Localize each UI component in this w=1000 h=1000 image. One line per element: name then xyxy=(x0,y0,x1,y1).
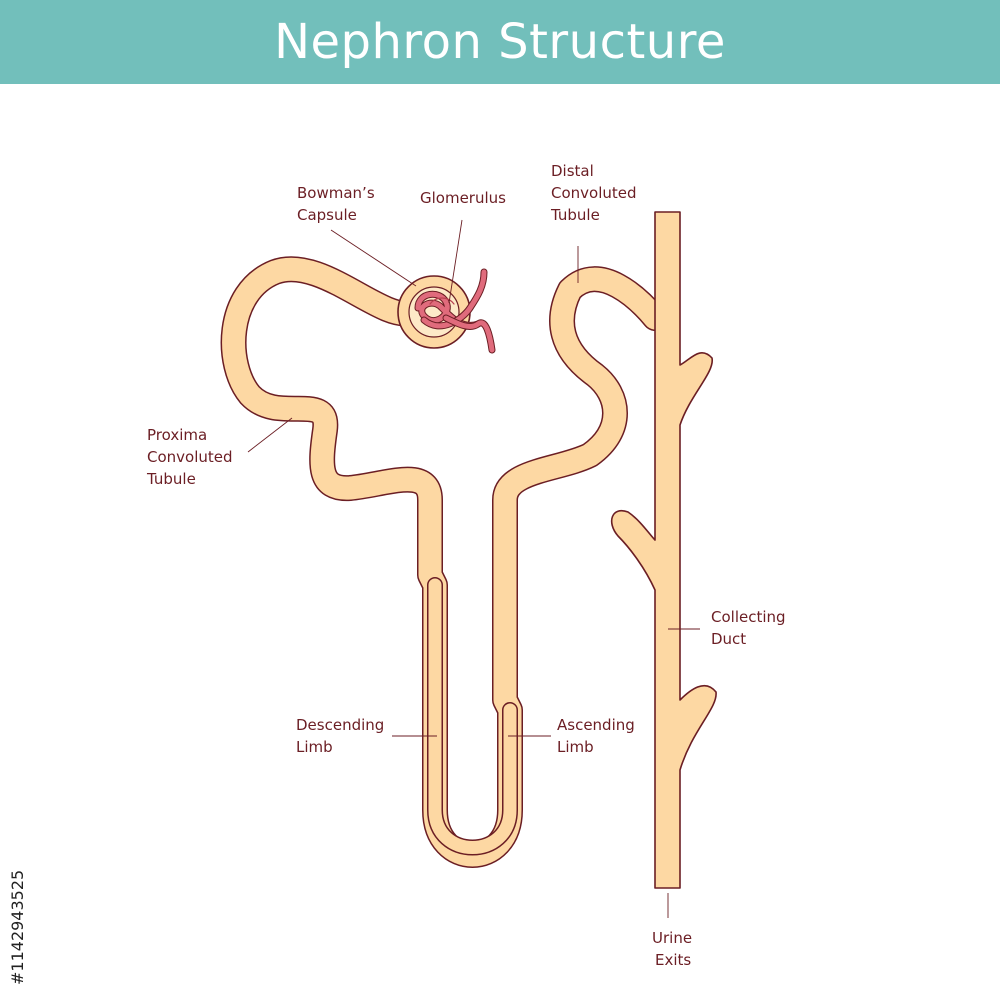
label-descending-limb: Descending Limb xyxy=(296,716,389,756)
glomerulus-shape xyxy=(414,268,496,354)
proximal-tubule-leader xyxy=(247,417,293,453)
label-collecting-duct: Collecting Duct xyxy=(711,608,790,648)
label-proximal-tubule: Proxima Convoluted Tubule xyxy=(146,426,237,488)
glomerulus-leader xyxy=(448,219,463,304)
label-ascending-limb: Ascending Limb xyxy=(557,716,640,756)
renal-corpuscle xyxy=(397,268,496,354)
label-distal-tubule: Distal Convoluted Tubule xyxy=(550,162,641,224)
loop-of-henle-fill xyxy=(428,578,517,854)
label-bowmans-capsule: Bowman’s Capsule xyxy=(297,184,379,224)
label-urine-exits: Urine Exits xyxy=(652,929,697,969)
collecting-duct xyxy=(610,211,717,889)
stock-image-id: #1142943525 xyxy=(8,869,27,985)
page-title: Nephron Structure xyxy=(274,14,726,70)
bowmans-capsule-leader xyxy=(330,229,417,287)
collecting-duct-shape xyxy=(610,211,717,889)
tubule xyxy=(220,256,668,868)
title-banner: Nephron Structure xyxy=(0,0,1000,84)
label-glomerulus: Glomerulus xyxy=(420,189,506,207)
